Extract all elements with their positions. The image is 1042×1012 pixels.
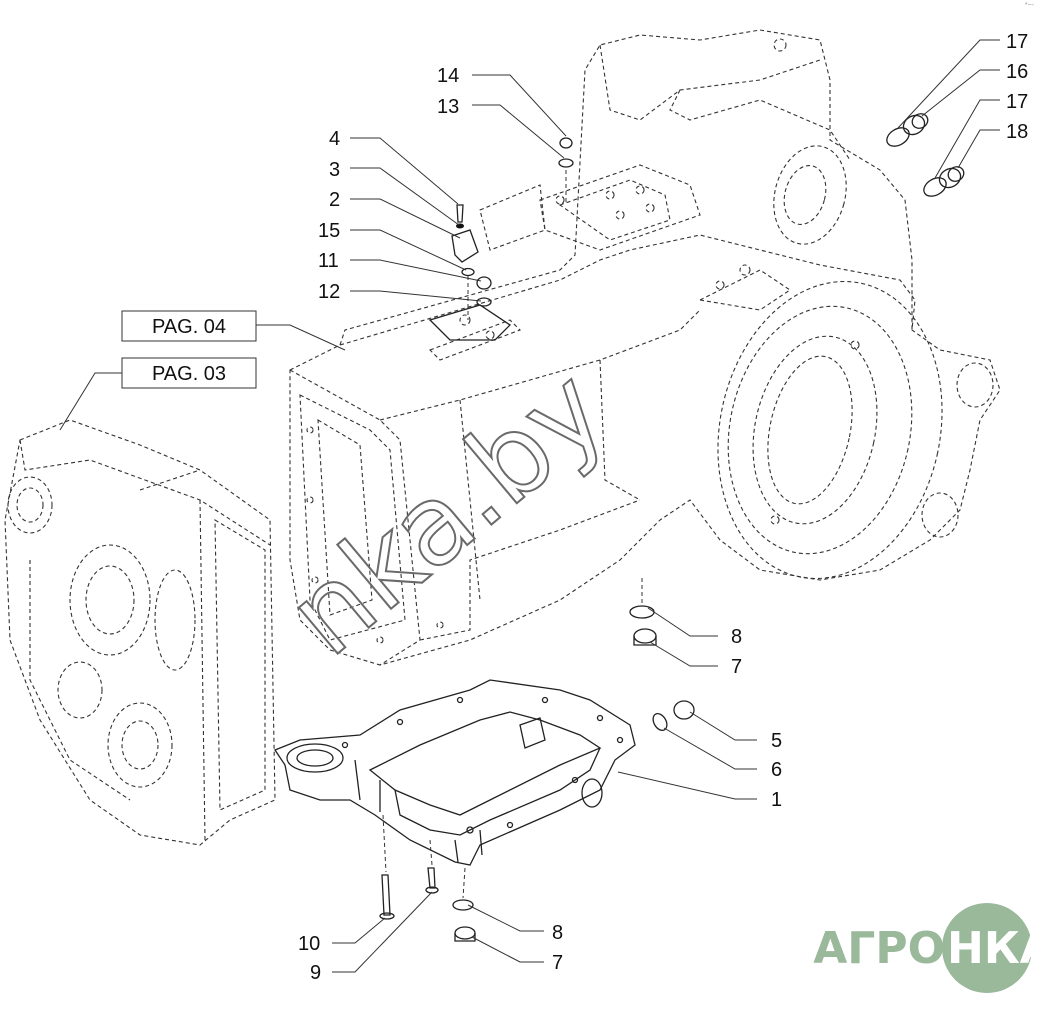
leader-lines: [59, 39, 1000, 973]
page-ref-box-04[interactable]: PAG. 04: [121, 310, 257, 342]
callout-14: 14: [437, 65, 459, 87]
callout-11: 11: [318, 250, 339, 272]
small-parts: [379, 113, 965, 942]
callout-8-a: 8: [731, 626, 742, 648]
page-ref-04-label: PAG. 04: [152, 316, 226, 338]
page-ref-box-03[interactable]: PAG. 03: [121, 357, 257, 389]
callout-5: 5: [771, 730, 782, 752]
page-ref-03-label: PAG. 03: [152, 363, 226, 385]
callout-7-a: 7: [731, 656, 742, 678]
callout-10: 10: [298, 933, 320, 955]
callout-6: 6: [771, 759, 782, 781]
callout-17-a: 17: [1006, 31, 1028, 53]
callout-7-b: 7: [552, 952, 563, 974]
logo-circle-icon: [942, 903, 1032, 993]
callout-1: 1: [771, 789, 782, 811]
callout-16: 16: [1006, 61, 1028, 83]
oil-sump-pan: [274, 679, 636, 866]
callout-9: 9: [310, 962, 321, 984]
corner-mark: *~-: [1024, 2, 1034, 9]
callout-3: 3: [329, 159, 340, 181]
callout-13: 13: [437, 96, 459, 118]
callout-12: 12: [318, 281, 340, 303]
logo-right-text: НКА: [947, 923, 1042, 974]
transmission-housing: [289, 29, 1001, 666]
callout-4: 4: [329, 128, 340, 150]
callout-18: 18: [1006, 121, 1028, 143]
logo-left-text: АГРО: [813, 923, 945, 974]
callout-17-b: 17: [1006, 91, 1028, 113]
agronka-logo: АГРО НКА: [813, 903, 1042, 993]
front-gearbox-housing: [4, 419, 276, 846]
callout-2: 2: [329, 189, 340, 211]
callout-15: 15: [318, 220, 340, 242]
callout-8-b: 8: [552, 922, 563, 944]
callout-numbers: 17 16 17 18 14 13 4 3 2 15 11 12 8 7 5 6…: [298, 31, 1028, 984]
watermark-text: nka.by: [264, 345, 629, 680]
